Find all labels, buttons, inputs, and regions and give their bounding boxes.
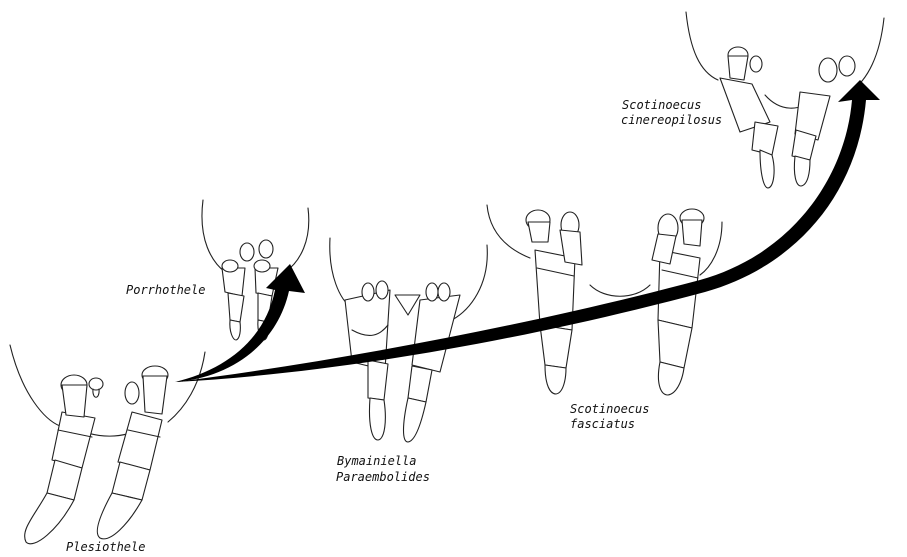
plesiothele-spinnerets [10, 345, 205, 544]
scotinoecus-fasciatus-spinnerets [487, 205, 722, 395]
label-scotinoecus-cinereopilosus-species: cinereopilosus [621, 113, 722, 128]
label-porrhothele: Porrhothele [126, 283, 205, 298]
label-bymainiella: Bymainiella [337, 454, 416, 469]
label-scotinoecus-fasciatus-genus: Scotinoecus [570, 402, 649, 417]
label-scotinoecus-fasciatus-species: fasciatus [570, 417, 635, 432]
label-plesiothele: Plesiothele [66, 540, 145, 555]
label-scotinoecus-cinereopilosus-genus: Scotinoecus [622, 98, 701, 113]
label-paraembolides: Paraembolides [336, 470, 430, 485]
